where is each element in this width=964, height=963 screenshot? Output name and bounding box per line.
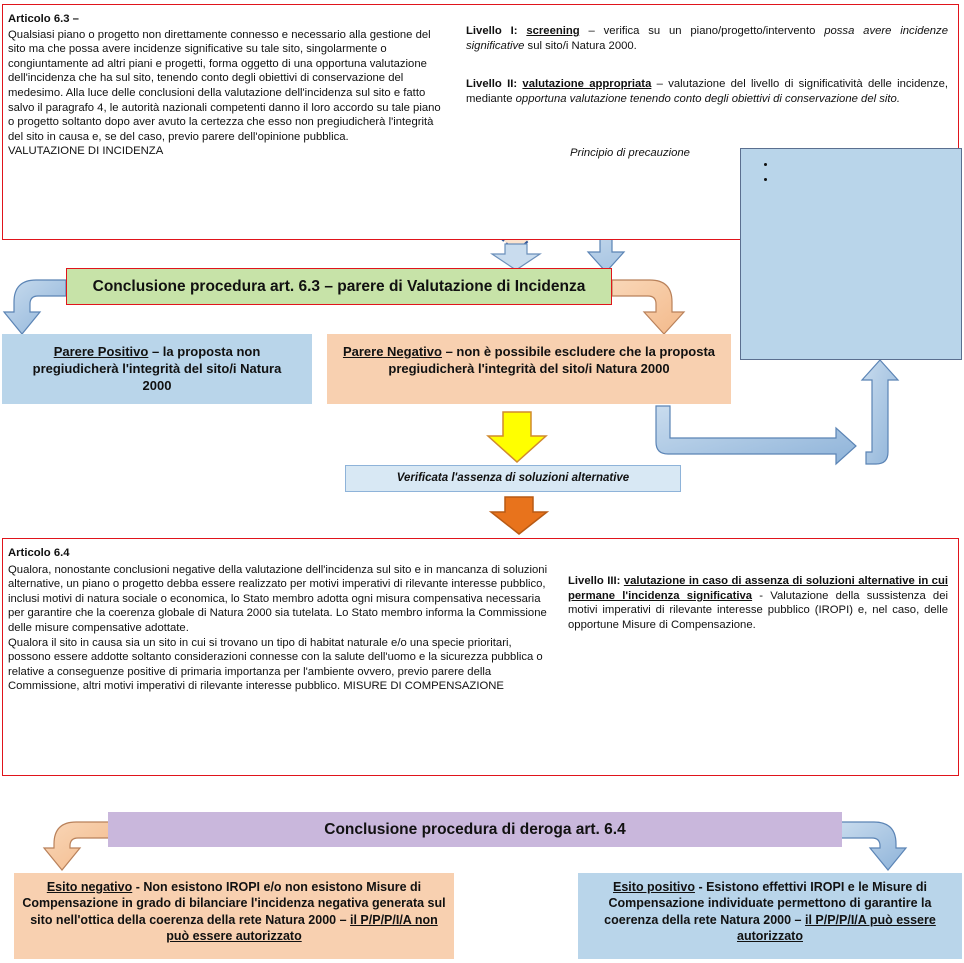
- art63-footer: VALUTAZIONE DI INCIDENZA: [8, 145, 164, 158]
- curved-arrow-to-negative: [611, 279, 686, 335]
- parere-positivo-text: – la proposta non pregiudicherà l'integr…: [32, 344, 282, 393]
- alternatives-bullets: [759, 158, 953, 187]
- conclusione64-bar: Conclusione procedura di deroga art. 6.4: [108, 812, 842, 847]
- esito-negativo-box: Esito negativo - Non esistono IROPI e/o …: [14, 873, 454, 959]
- curved-arrow-to-esito-negativo: [42, 821, 113, 871]
- livello2-italic: opportuna valutazione tenendo conto degl…: [515, 92, 900, 105]
- livello3-text: Livello III: valutazione in caso di asse…: [568, 574, 948, 632]
- parere-positivo-label: Parere Positivo: [53, 344, 149, 359]
- livello2-label: Livello II:: [466, 78, 518, 90]
- blue-arrow-negative-to-level3: [655, 405, 857, 466]
- livello1-text: Livello I: screening – verifica su un pi…: [466, 24, 948, 53]
- esito-negativo-label: Esito negativo: [46, 880, 133, 894]
- art63-title: Articolo 6.3 –: [8, 13, 79, 25]
- principio-label: Principio di precauzione: [570, 147, 690, 159]
- livello1-text-b: sul sito/i Natura 2000.: [524, 39, 637, 52]
- parere-negativo-box: Parere Negativo – non è possibile esclud…: [327, 334, 731, 404]
- alternatives-box: [740, 148, 962, 360]
- livello1-term: screening: [526, 25, 580, 37]
- livello2-text-a: – valutazione del livello di significati…: [466, 78, 948, 105]
- esito-negativo-tail: il P/P/P/I/A non può essere autorizzato: [166, 912, 438, 943]
- esito-positivo-label: Esito positivo: [613, 880, 695, 894]
- curved-arrow-to-positive: [2, 279, 67, 335]
- livello2-text: Livello II: valutazione appropriata – va…: [466, 77, 948, 106]
- art63-text-block: Articolo 6.3 – Qualsiasi piano o progett…: [8, 12, 450, 159]
- verificata-bar: Verificata l'assenza di soluzioni altern…: [345, 465, 681, 492]
- esito-positivo-tail: il P/P/P/I/A può essere autorizzato: [737, 912, 936, 943]
- esito-positivo-text: - Esistono effettivi IROPI e le Misure d…: [604, 880, 932, 927]
- esito-positivo-box: Esito positivo - Esistono effettivi IROP…: [578, 873, 962, 959]
- art64-title: Articolo 6.4: [8, 547, 70, 559]
- livello3-term: valutazione in caso di assenza di soluzi…: [568, 575, 949, 602]
- livello1-italic: possa avere incidenze significative: [466, 25, 948, 52]
- orange-down-arrow: [488, 496, 550, 535]
- livello3-label: Livello III:: [568, 575, 621, 587]
- art64-panel: [2, 538, 959, 776]
- curved-arrow-to-esito-positivo: [837, 821, 908, 871]
- blue-arrow-up-to-alternatives: [860, 359, 900, 465]
- parere-negativo-label: Parere Negativo: [342, 344, 442, 359]
- yellow-down-arrow: [486, 411, 548, 464]
- livello3-text-desc: - Valutazione della sussistenza dei moti…: [568, 589, 949, 631]
- alternatives-bullet: [777, 173, 953, 188]
- art64-text-block: Articolo 6.4 Qualora, nonostante conclus…: [8, 546, 548, 694]
- parere-positivo-box: Parere Positivo – la proposta non pregiu…: [2, 334, 312, 404]
- livello1-label: Livello I:: [466, 25, 518, 37]
- art64-body2: Qualora il sito in causa sia un sito in …: [8, 636, 543, 693]
- livello1-text-a: – verifica su un piano/progetto/interven…: [579, 25, 825, 37]
- livello2-term: valutazione appropriata: [522, 78, 652, 90]
- parere-negativo-text: – non è possibile escludere che la propo…: [388, 344, 716, 376]
- down-arrow-to-conclusion: [490, 243, 542, 271]
- alternatives-bullet: [777, 158, 953, 173]
- art64-body1: Qualora, nonostante conclusioni negative…: [8, 563, 548, 634]
- art63-body: Qualsiasi piano o progetto non direttame…: [8, 28, 441, 143]
- conclusione63-bar: Conclusione procedura art. 6.3 – parere …: [66, 268, 612, 305]
- esito-negativo-text: - Non esistono IROPI e/o non esistono Mi…: [22, 880, 446, 927]
